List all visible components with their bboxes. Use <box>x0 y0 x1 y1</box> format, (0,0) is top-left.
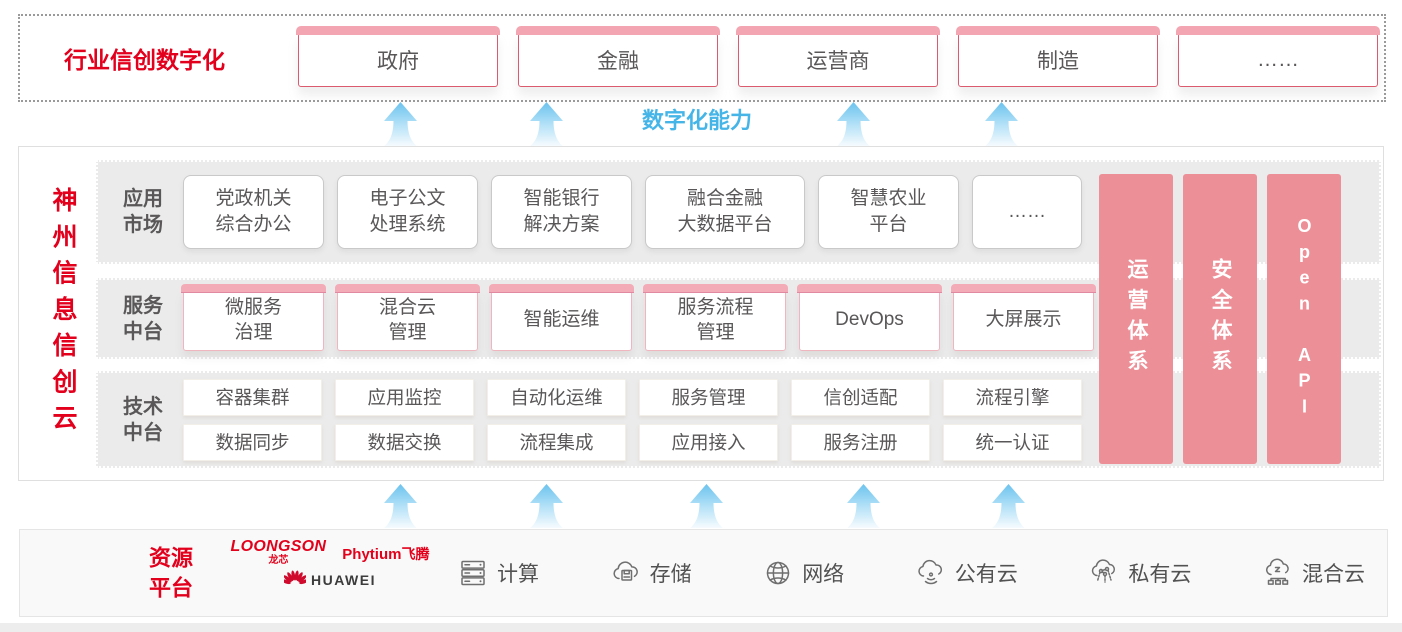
resource-item-label: 公有云 <box>954 563 1018 586</box>
up-arrow-icon <box>985 102 1018 146</box>
huawei-logo: HUAWEI <box>284 570 376 589</box>
service-box: DevOps <box>797 283 942 351</box>
service-box: 服务流程 管理 <box>643 283 788 351</box>
up-arrow-icon <box>530 102 563 146</box>
up-arrow-icon <box>837 102 870 146</box>
cloud-platform-panel: 神州信息信创云 应用 市场 党政机关 综合办公 电子公文 处理系统 智能银行 解… <box>18 146 1384 481</box>
app-box: 智能银行 解决方案 <box>491 175 632 249</box>
tech-box: 流程集成 <box>487 423 626 461</box>
service-boxes: 微服务 治理 混合云 管理 智能运维 服务流程 管理 DevOps 大屏展示 <box>181 280 1379 357</box>
resource-item-list: 计算 存储 网络 公有云 <box>457 530 1365 616</box>
resource-item-private-cloud: 私有云 <box>1088 557 1191 589</box>
capability-label: 数字化能力 <box>642 108 753 133</box>
app-market-label: 应用 市场 <box>123 188 163 236</box>
tech-box: 服务注册 <box>791 423 930 461</box>
industry-box-government: 政府 <box>296 26 500 87</box>
tech-box: 数据交换 <box>335 423 474 461</box>
loongson-logo: LOONGSON 龙芯 <box>231 539 327 566</box>
hybrid-cloud-icon <box>1265 558 1289 585</box>
storage-icon <box>613 561 638 581</box>
service-platform-row: 服务 中台 微服务 治理 混合云 管理 智能运维 服务流程 管理 DevOps … <box>96 278 1381 359</box>
bottom-edge-strip <box>0 623 1402 632</box>
tech-box: 数据同步 <box>183 423 322 461</box>
tech-platform-row: 技术 中台 容器集群 应用监控 自动化运维 服务管理 信创适配 流程引擎 数据同… <box>96 371 1381 468</box>
industry-band-title: 行业信创数字化 <box>64 47 225 73</box>
pillar-operations: 运营体系 <box>1099 174 1173 464</box>
tech-box-row: 容器集群 应用监控 自动化运维 服务管理 信创适配 流程引擎 <box>183 378 1379 416</box>
resource-item-public-cloud: 公有云 <box>915 557 1018 589</box>
industry-box-list: 政府 金融 运营商 制造 …… <box>296 26 1380 87</box>
tech-box: 应用监控 <box>335 378 474 416</box>
tech-platform-label: 技术 中台 <box>123 395 163 444</box>
tech-boxes: 容器集群 应用监控 自动化运维 服务管理 信创适配 流程引擎 数据同步 数据交换… <box>183 373 1379 466</box>
platform-title: 神州信息信创云 <box>49 186 77 441</box>
compute-icon <box>461 560 485 586</box>
service-box: 混合云 管理 <box>335 283 480 351</box>
resource-item-storage: 存储 <box>610 557 692 589</box>
app-market-boxes: 党政机关 综合办公 电子公文 处理系统 智能银行 解决方案 融合金融 大数据平台… <box>183 162 1379 262</box>
app-box: 党政机关 综合办公 <box>183 175 324 249</box>
loongson-wordmark: LOONGSON <box>230 538 327 555</box>
phytium-chinese: 飞腾 <box>401 546 430 562</box>
huawei-wordmark: HUAWEI <box>311 571 376 588</box>
app-box: 融合金融 大数据平台 <box>645 175 805 249</box>
app-box: 智慧农业 平台 <box>818 175 959 249</box>
industry-band: 行业信创数字化 政府 金融 运营商 制造 …… <box>18 14 1386 102</box>
public-cloud-icon <box>918 559 942 585</box>
pillar-security: 安全体系 <box>1183 174 1257 464</box>
loongson-chinese: 龙芯 <box>268 555 289 566</box>
tech-box: 流程引擎 <box>943 378 1082 416</box>
tech-box: 统一认证 <box>943 423 1082 461</box>
resource-item-label: 存储 <box>649 563 692 586</box>
tech-box-row: 数据同步 数据交换 流程集成 应用接入 服务注册 统一认证 <box>183 423 1379 461</box>
vendor-logos: LOONGSON 龙芯 Phytium飞腾 <box>210 539 450 589</box>
industry-box-operator: 运营商 <box>736 26 940 87</box>
phytium-logo: Phytium飞腾 <box>342 544 429 564</box>
tech-box: 应用接入 <box>639 423 778 461</box>
service-box: 智能运维 <box>489 283 634 351</box>
tech-box: 信创适配 <box>791 378 930 416</box>
up-arrow-icon <box>530 484 563 528</box>
resource-item-label: 网络 <box>802 563 845 586</box>
tech-box: 服务管理 <box>639 378 778 416</box>
vendor-row: LOONGSON 龙芯 Phytium飞腾 <box>231 539 430 566</box>
resource-item-label: 私有云 <box>1128 563 1192 586</box>
service-box: 微服务 治理 <box>181 283 326 351</box>
tech-box: 自动化运维 <box>487 378 626 416</box>
app-box: 电子公文 处理系统 <box>337 175 478 249</box>
resource-platform-title: 资源 平台 <box>149 545 194 600</box>
service-box: 大屏展示 <box>951 283 1096 351</box>
up-arrow-icon <box>384 484 417 528</box>
capability-arrow-band: 数字化能力 <box>0 101 1402 146</box>
resource-item-compute: 计算 <box>457 557 539 589</box>
up-arrow-icon <box>992 484 1025 528</box>
up-arrow-icon <box>690 484 723 528</box>
industry-box-manufacturing: 制造 <box>956 26 1160 87</box>
pillar-open-api: Open API <box>1267 174 1341 464</box>
up-arrow-icon <box>847 484 880 528</box>
up-arrow-icon <box>384 102 417 146</box>
private-cloud-icon <box>1092 559 1116 583</box>
resource-item-network: 网络 <box>762 557 844 589</box>
network-icon <box>766 561 790 585</box>
industry-box-finance: 金融 <box>516 26 720 87</box>
resource-item-label: 混合云 <box>1301 563 1365 586</box>
tech-box: 容器集群 <box>183 378 322 416</box>
industry-box-more: …… <box>1176 26 1380 87</box>
app-box-more: …… <box>972 175 1082 249</box>
resource-arrow-band <box>0 483 1402 528</box>
phytium-wordmark: Phytium <box>342 546 402 563</box>
resource-item-label: 计算 <box>497 563 539 586</box>
huawei-flower-icon <box>284 570 306 585</box>
resource-platform-band: 资源 平台 LOONGSON 龙芯 Phytium飞腾 <box>19 529 1388 617</box>
resource-item-hybrid-cloud: 混合云 <box>1262 557 1365 589</box>
service-platform-label: 服务 中台 <box>123 294 163 343</box>
